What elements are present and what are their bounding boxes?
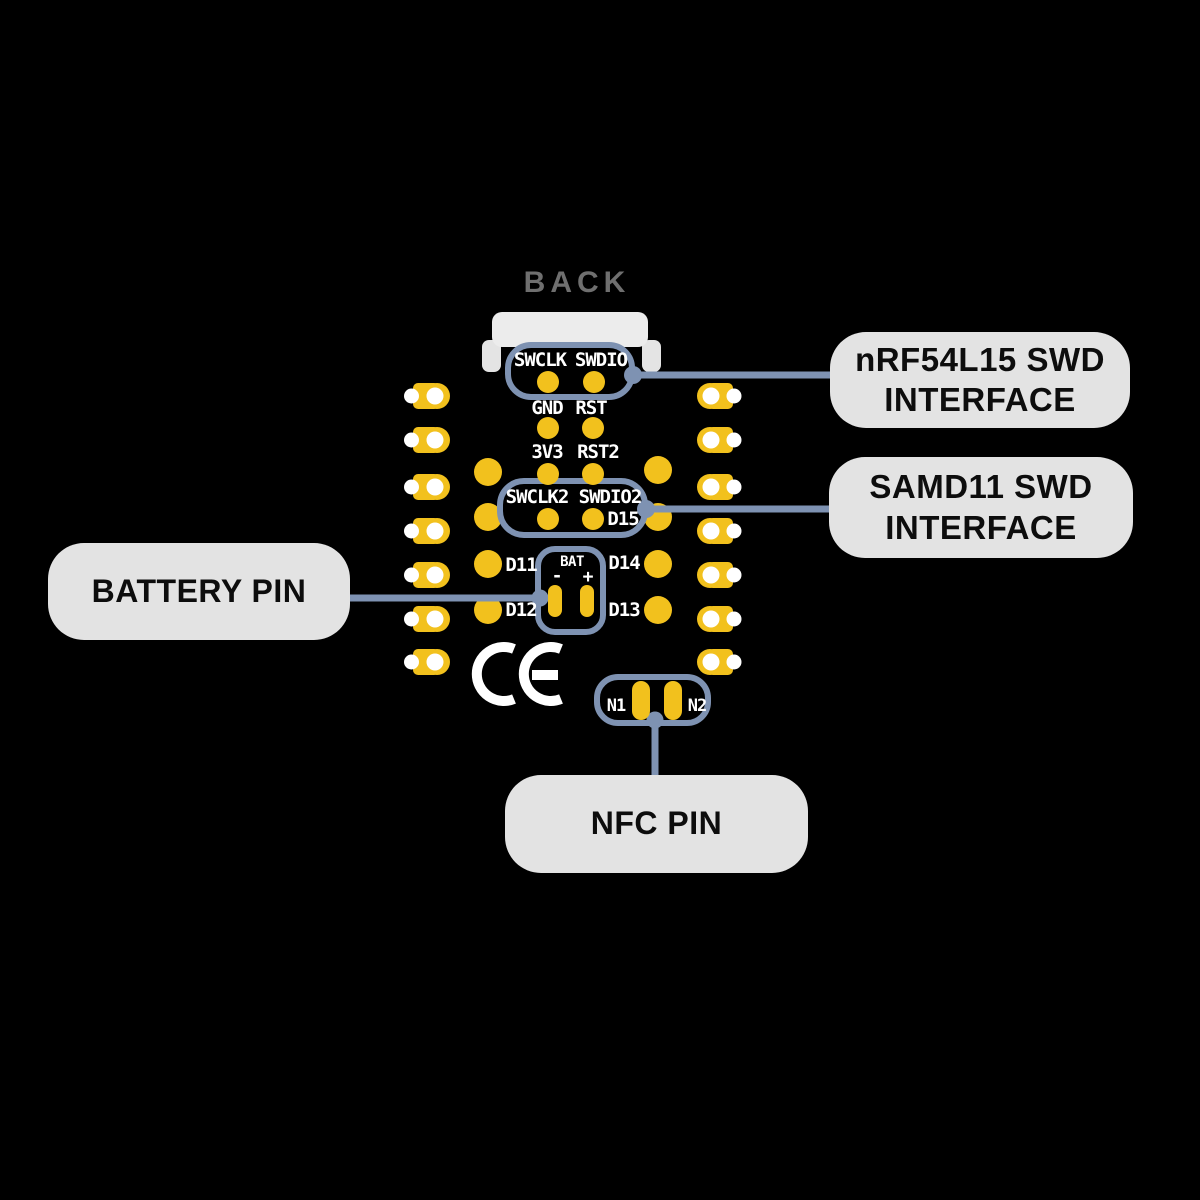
usb-connector xyxy=(482,312,661,372)
pin-label-n1: N1 xyxy=(606,696,627,716)
pin-label-n2: N2 xyxy=(687,696,708,716)
pin-label-d14: D14 xyxy=(608,552,640,574)
callout-samd-line2: INTERFACE xyxy=(885,508,1077,546)
nfc-n1-pad xyxy=(632,681,650,720)
callout-nrf-swd-interface: nRF54L15 SWD INTERFACE xyxy=(830,332,1130,428)
inner-large-pads xyxy=(474,456,672,624)
pin-label-rst2: RST2 xyxy=(577,441,620,463)
callout-nrf-line1: nRF54L15 SWD xyxy=(855,340,1105,378)
page-title: BACK xyxy=(523,266,631,299)
signal-pads xyxy=(537,371,682,720)
pin-label-3v3: 3V3 xyxy=(531,441,563,463)
callout-battery-pin: BATTERY PIN xyxy=(48,543,350,640)
pin-label-swclk: SWCLK xyxy=(513,349,567,371)
bat-minus-pad xyxy=(548,585,562,617)
pin-label-bat: BAT xyxy=(560,554,584,570)
pin-label-d15: D15 xyxy=(607,508,639,530)
edge-pads-left xyxy=(404,383,450,675)
callout-nfc-pin: NFC PIN xyxy=(505,775,808,873)
pin-label-d12: D12 xyxy=(505,599,537,621)
pin-label-swdio2: SWDIO2 xyxy=(578,486,643,508)
pin-label-rst: RST xyxy=(575,397,607,419)
bat-plus-sign: + xyxy=(582,566,594,588)
pin-label-swdio: SWDIO xyxy=(574,349,628,371)
callout-samd-line1: SAMD11 SWD xyxy=(869,468,1093,506)
edge-pads-right xyxy=(697,383,742,675)
bat-minus-sign: - xyxy=(551,565,563,587)
callout-nrf-line2: INTERFACE xyxy=(884,381,1076,418)
connector-nodes xyxy=(531,366,664,729)
nfc-n2-pad xyxy=(664,681,682,720)
pin-label-swclk2: SWCLK2 xyxy=(505,486,570,508)
pin-label-d11: D11 xyxy=(505,554,537,576)
pin-label-d13: D13 xyxy=(608,599,640,621)
ce-mark xyxy=(471,642,563,706)
bat-plus-pad xyxy=(580,585,594,617)
pin-label-gnd: GND xyxy=(531,397,563,419)
callout-samd11-swd-interface: SAMD11 SWD INTERFACE xyxy=(829,457,1133,558)
callout-nfc-label: NFC PIN xyxy=(590,805,723,842)
callout-battery-label: BATTERY PIN xyxy=(91,572,307,609)
